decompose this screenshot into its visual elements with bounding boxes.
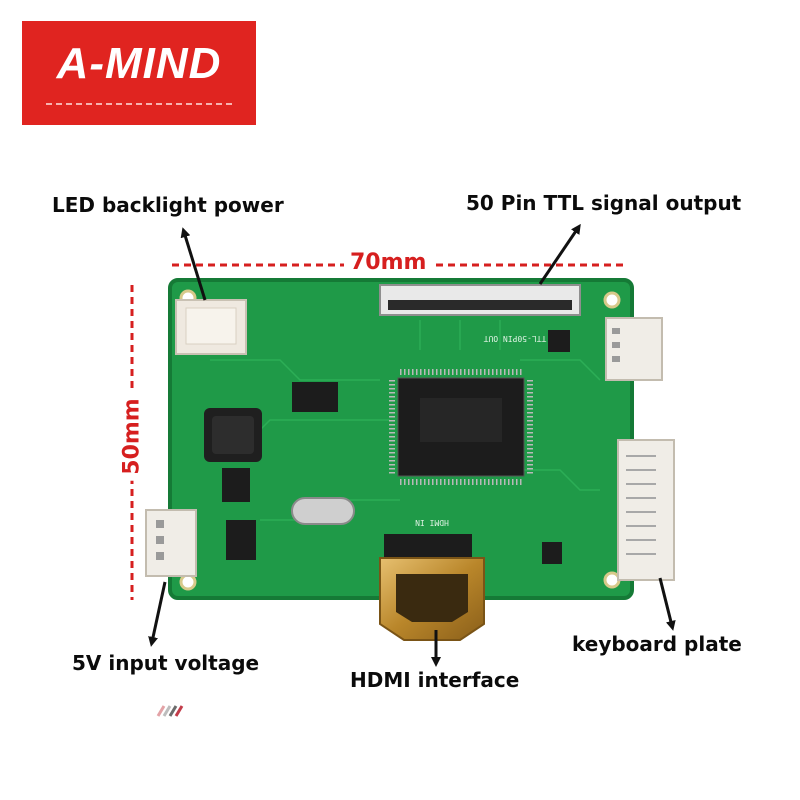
brand-logo: A-MIND xyxy=(22,21,256,125)
logo-underline xyxy=(46,103,232,105)
arrow-input-voltage xyxy=(148,581,167,647)
hdmi-socket-base xyxy=(384,534,472,560)
arrow-led-backlight xyxy=(180,227,207,301)
callout-led-backlight: LED backlight power xyxy=(52,193,284,217)
callout-hdmi: HDMI interface xyxy=(350,668,520,692)
small-ic xyxy=(222,468,250,502)
power-input-connector xyxy=(145,509,197,577)
hdmi-port-opening xyxy=(396,574,468,622)
small-ic xyxy=(226,520,256,560)
right-top-connector xyxy=(605,317,663,381)
crystal-oscillator xyxy=(291,497,355,525)
mounting-hole xyxy=(179,573,197,591)
width-dimension-label: 70mm xyxy=(344,250,433,275)
small-ic xyxy=(548,330,570,352)
led-connector-inner xyxy=(185,307,237,345)
callout-ttl-output: 50 Pin TTL signal output xyxy=(466,191,742,215)
arrow-ttl-output xyxy=(538,223,581,285)
callout-input-voltage: 5V input voltage xyxy=(72,651,260,675)
ttl-fpc-slot xyxy=(388,300,572,310)
cable-stub xyxy=(156,705,184,717)
right-top-connector-pins xyxy=(612,328,620,362)
mounting-hole xyxy=(603,571,621,589)
keyboard-connector-pins xyxy=(626,455,656,555)
ttl-silkscreen-label: TTL-50PIN OUT xyxy=(484,334,547,343)
inductor-core xyxy=(212,416,254,454)
small-ic xyxy=(292,382,338,412)
mounting-hole xyxy=(603,291,621,309)
callout-keyboard: keyboard plate xyxy=(572,632,742,656)
keyboard-connector xyxy=(617,439,675,581)
main-ic-pins xyxy=(389,369,533,485)
main-ic-marking xyxy=(420,398,502,442)
arrow-keyboard xyxy=(658,577,676,631)
height-dimension-label: 50mm xyxy=(119,392,145,481)
power-connector-pins xyxy=(156,520,164,560)
brand-name: A-MIND xyxy=(56,39,222,88)
hdmi-silkscreen-label: HDMI IN xyxy=(415,518,449,527)
small-ic xyxy=(542,542,562,564)
